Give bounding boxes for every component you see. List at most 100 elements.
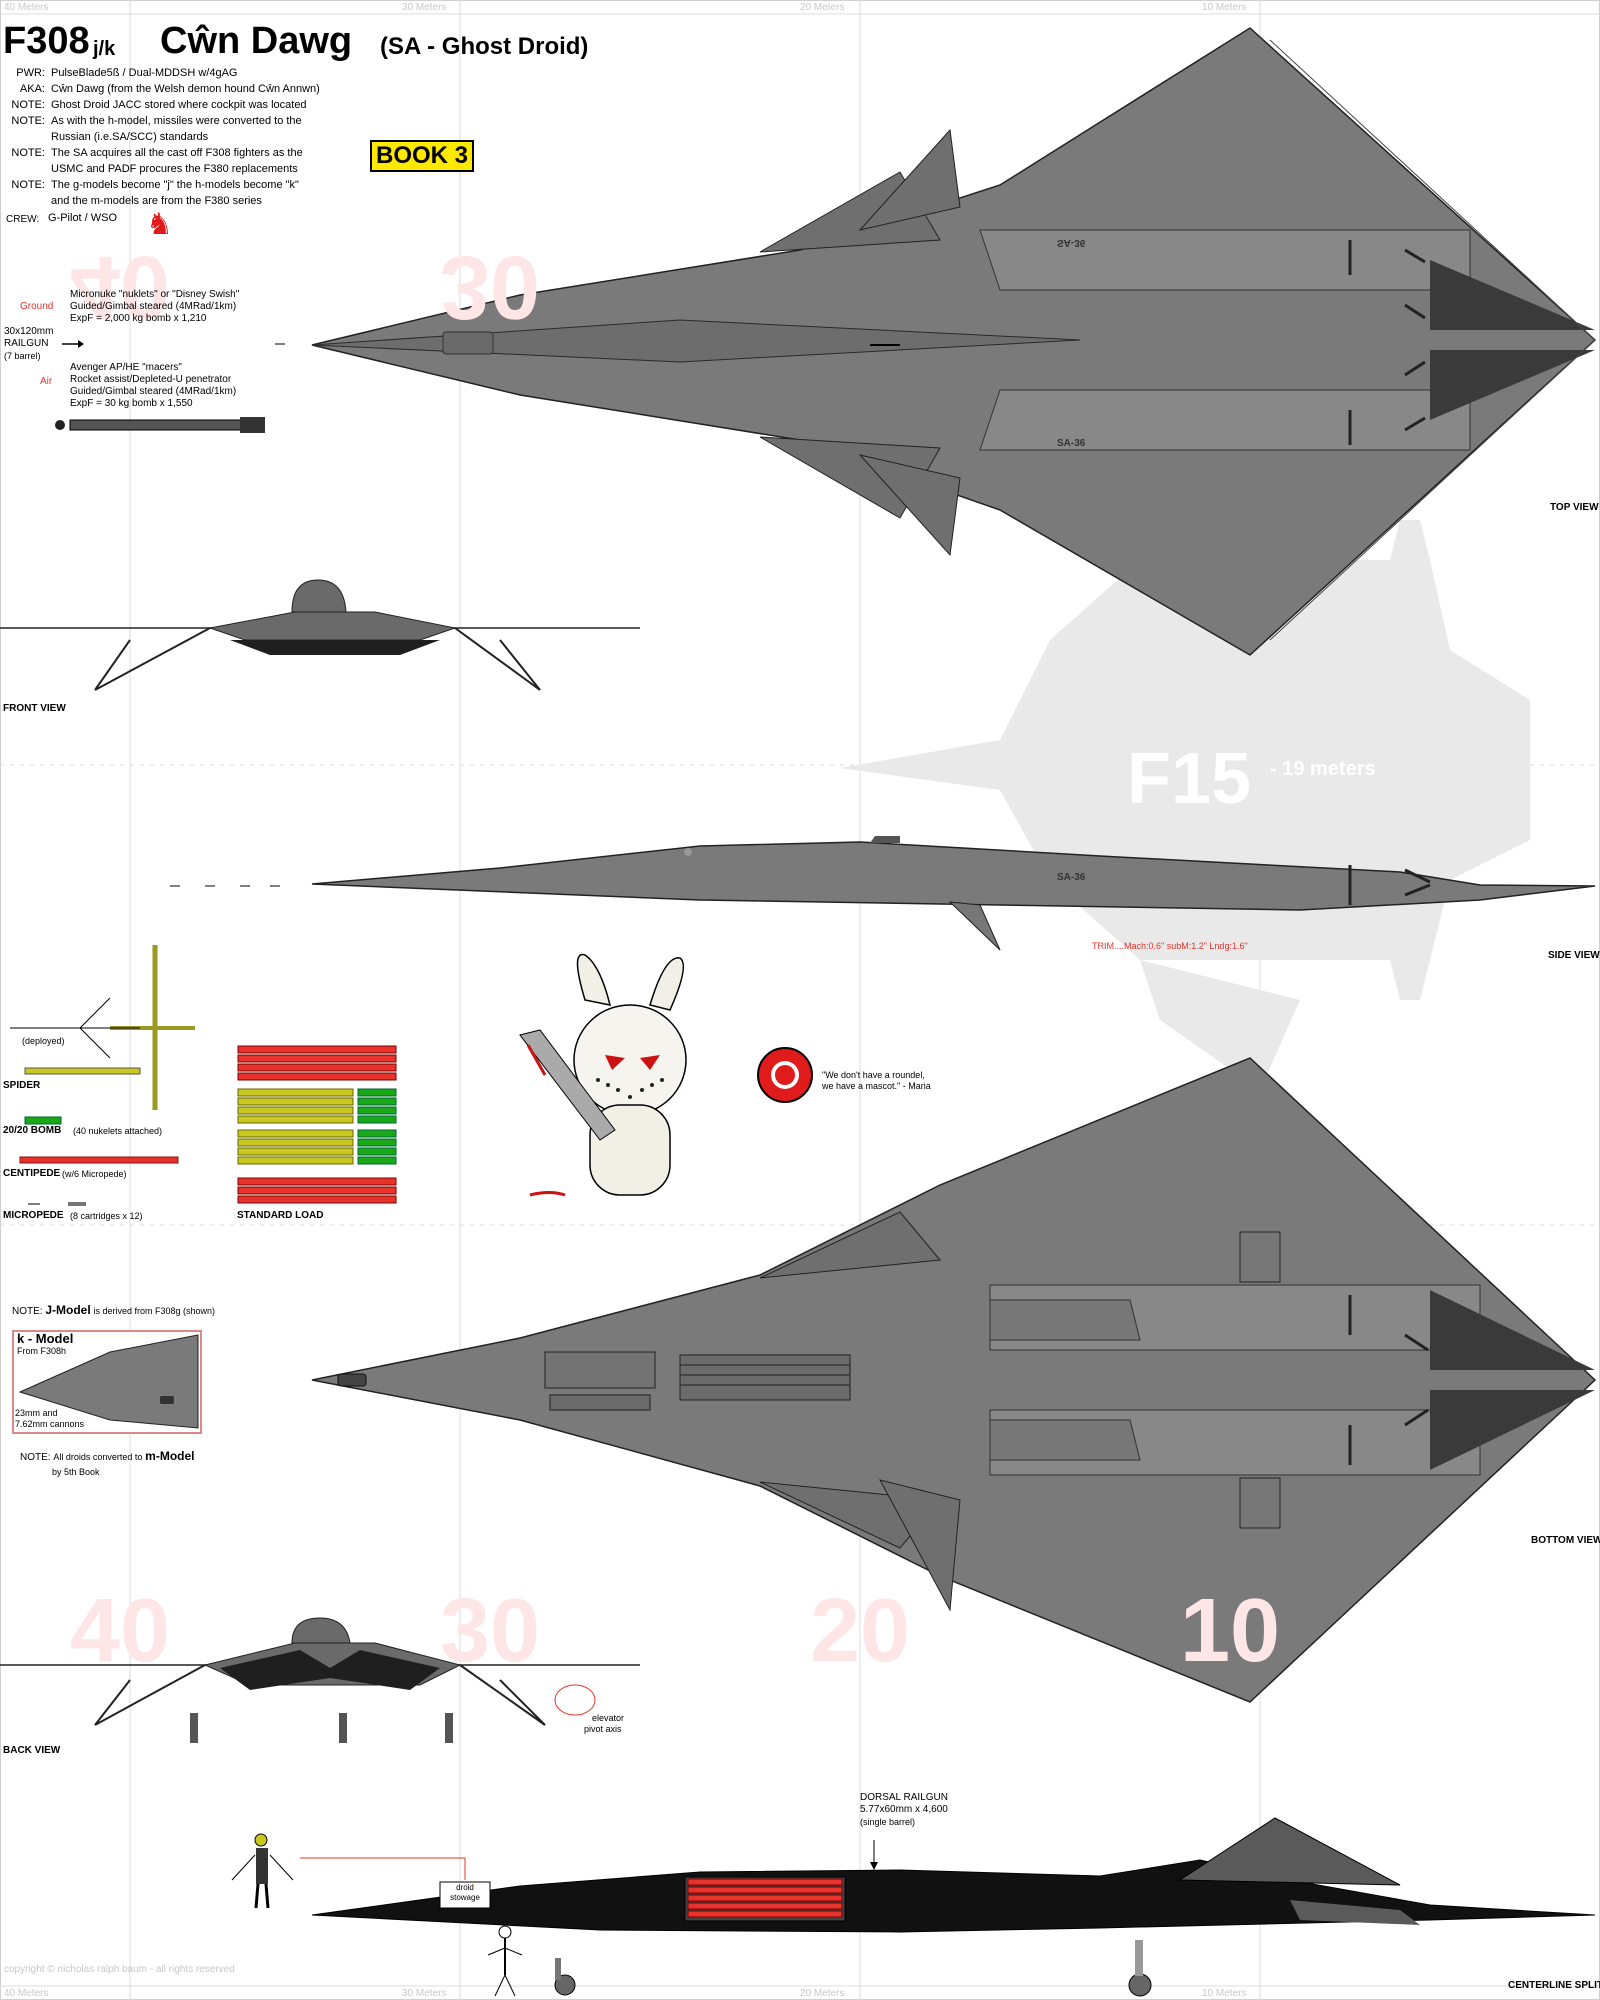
spec-list: PWR: PulseBlade5ß / Dual-MDDSH w/4gAG AKA… [3,67,373,211]
micropede-icon-2 [68,1202,86,1206]
spec-key: PWR: [16,67,45,79]
faint-ruler-30-top: 30 [440,237,541,337]
spec-value: USMC and PADF procures the F380 replacem… [51,163,298,175]
elevator-line: elevator [592,1713,625,1723]
label-micropede: MICROPEDE [3,1210,64,1221]
faint-ruler-40-bottom: 40 [70,1581,171,1681]
jmodel-prefix: NOTE: [12,1306,43,1317]
elevator-line: pivot axis [584,1724,622,1734]
label-standard-load: STANDARD LOAD [237,1210,324,1221]
ruler-bottom-10: 10 Meters [1202,1988,1247,1999]
label-centipede: CENTIPEDE [3,1168,61,1179]
mascot-quote: "We don't have a roundel, we have a masc… [822,1070,931,1092]
railgun-air-line: Guided/Gimbal steared (4MRad/1km) [70,386,237,397]
dorsal-railgun-note: DORSAL RAILGUN 5.77x60mm x 4,600 (single… [860,1792,948,1828]
side-view-aircraft [170,836,1596,951]
bomb-icon [24,1116,62,1125]
back-view-aircraft [0,1617,640,1743]
devil-icon: ♞ [146,208,173,241]
kmodel-title: k - Model [17,1331,74,1346]
railgun-air-line: Avenger AP/HE "macers" [70,362,182,373]
railgun-label-line: RAILGUN [4,338,49,349]
crew-key: CREW: [6,214,40,225]
label-bomb: 20/20 BOMB [3,1125,62,1136]
dorsal-title: DORSAL RAILGUN [860,1792,948,1803]
droid-stowage-line: droid [456,1883,474,1892]
ruler-bottom-40: 40 Meters [4,1988,49,1999]
dorsal-spec: 5.77x60mm x 4,600 [860,1804,948,1815]
jmodel-model: J-Model [45,1303,91,1317]
droid-stowage-line: stowage [450,1893,480,1902]
label-bomb-note: (40 nukelets attached) [73,1126,163,1136]
top-view-aircraft [311,27,1597,656]
front-view-aircraft [0,579,640,691]
ruler-top-20: 20 Meters [800,2,845,13]
railgun-ground-line: Micronuke "nuklets" or "Disney Swish" [70,289,240,300]
ruler-top-40: 40 Meters [4,2,49,13]
spider-weapon [10,945,195,1110]
ruler-top-30: 30 Meters [402,2,447,13]
spec-value: PulseBlade5ß / Dual-MDDSH w/4gAG [51,67,238,79]
title-name: Cŵn Dawg [160,20,353,62]
railgun-air-list: Avenger AP/HE "macers" Rocket assist/Dep… [70,362,236,410]
ruler-bottom-30: 30 Meters [402,1988,447,1999]
copyright: copyright © nicholas ralph baum - all ri… [4,1964,235,1975]
railgun-ground-line: ExpF = 2,000 kg bomb x 1,210 [70,313,207,324]
spec-value: and the m-models are from the F380 serie… [51,195,262,207]
label-centipede-note: (w/6 Micropede) [62,1169,127,1179]
spec-key: NOTE: [11,147,45,159]
hull-marking-top-1: SA-36 [1057,237,1086,248]
railgun-ground-tag: Ground [20,301,54,312]
mmodel-text: All droids converted to [53,1452,143,1462]
label-spider: SPIDER [3,1080,41,1091]
kmodel-cannons-line: 7.62mm cannons [15,1419,85,1429]
spec-value: Cŵn Dawg (from the Welsh demon hound Cŵn… [51,83,320,95]
hull-marking-side: SA-36 [1057,872,1086,883]
railgun-air-line: ExpF = 30 kg bomb x 1,550 [70,398,193,409]
label-deployed: (deployed) [22,1036,65,1046]
label-centerline: CENTERLINE SPLIT [1508,1980,1600,1991]
label-top-view: TOP VIEW [1550,502,1599,513]
spec-value: Ghost Droid JACC stored where cockpit wa… [51,99,307,111]
bottom-view-aircraft [311,1057,1597,1703]
centerline-aircraft [231,1817,1596,1997]
dorsal-note: (single barrel) [860,1817,916,1827]
ruler-top-10: 10 Meters [1202,2,1247,13]
railgun-icons [55,340,285,433]
label-bottom-view: BOTTOM VIEW [1531,1535,1600,1546]
railgun-air-line: Rocket assist/Depleted-U penetrator [70,374,232,385]
mascot-bunny [519,953,687,1197]
spec-value: As with the h-model, missiles were conve… [51,115,302,127]
kmodel-cannons-line: 23mm and [15,1408,58,1418]
faint-ruler-10-bottom: 10 [1180,1581,1281,1681]
mmodel-note: NOTE: All droids converted to m-Model [20,1450,195,1464]
f15-label: F15 [1127,739,1252,819]
hull-marking-top-2: SA-36 [1057,438,1086,449]
mmodel-by: by 5th Book [52,1467,100,1477]
mascot-roundel [757,1047,813,1103]
label-side-view: SIDE VIEW [1548,950,1600,961]
label-micropede-note: (8 cartridges x 12) [70,1211,143,1221]
jmodel-rest: is derived from F308g (shown) [93,1306,216,1316]
spec-value: Russian (i.e.SA/SCC) standards [51,131,209,143]
f15-size: - 19 meters [1270,758,1376,780]
crew-value: G-Pilot / WSO [48,212,118,224]
railgun-label-line: (7 barrel) [4,351,41,361]
spec-value: The g-models become "j" the h-models bec… [51,179,299,191]
mascot-quote-line: "We don't have a roundel, [822,1070,925,1080]
jmodel-note: NOTE: J-Model is derived from F308g (sho… [12,1304,215,1318]
spec-key: AKA: [19,83,45,95]
title-type: (SA - Ghost Droid) [380,33,589,60]
spec-key: NOTE: [11,99,45,111]
railgun-ground-line: Guided/Gimbal steared (4MRad/1km) [70,301,237,312]
mmodel-model: m-Model [145,1449,195,1463]
kmodel-cannons: 23mm and 7.62mm cannons [15,1408,84,1430]
mmodel-prefix: NOTE: [20,1452,51,1463]
railgun-label: 30x120mm RAILGUN (7 barrel) [4,326,53,362]
standard-load [237,1045,397,1204]
kmodel-from: From F308h [17,1346,67,1356]
book-badge: BOOK 3 [370,140,475,172]
kmodel-box [12,1330,202,1434]
spec-key: NOTE: [11,179,45,191]
